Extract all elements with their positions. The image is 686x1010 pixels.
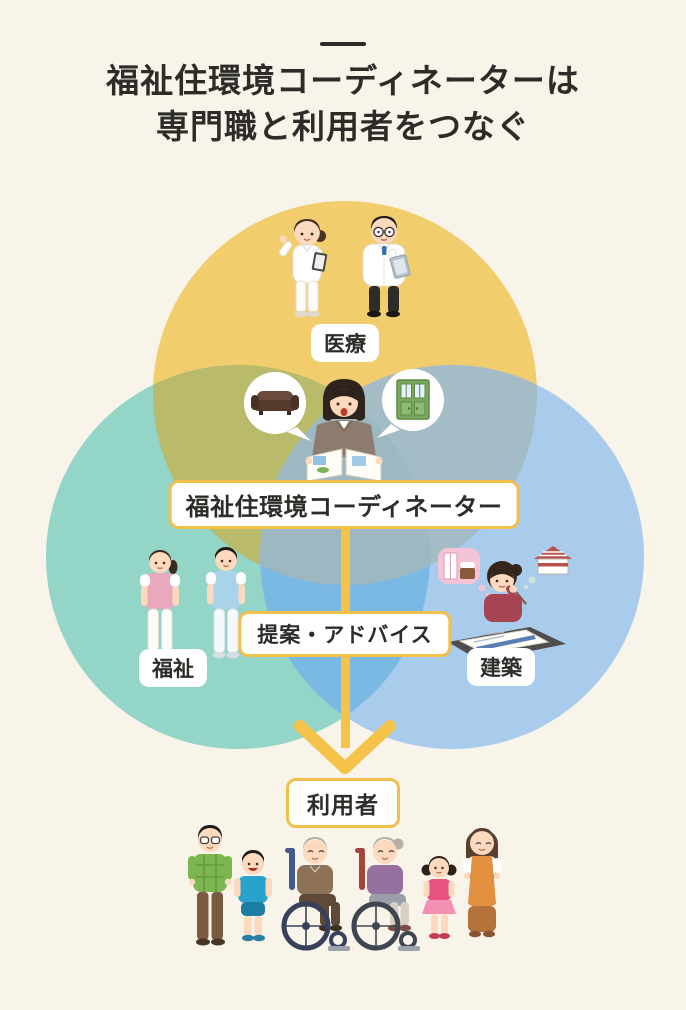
title-line-2: 専門職と利用者をつなぐ [156, 107, 530, 145]
label-advice: 提案・アドバイス [238, 611, 452, 657]
coordinator-illustration [244, 369, 444, 482]
title-line-1: 福祉住環境コーディネーターは [106, 62, 580, 99]
speech-bubble-cabinet-icon [377, 369, 444, 438]
female-care-worker-figure [140, 550, 180, 657]
speech-bubble-sofa-icon [244, 372, 311, 441]
label-users: 利用者 [286, 778, 400, 828]
down-arrow-icon [294, 720, 396, 774]
boy-figure [234, 850, 272, 942]
medical-label-text: 医療 [324, 333, 366, 356]
title-divider [320, 42, 366, 46]
architecture-label-text: 建築 [480, 657, 522, 680]
father-figure [188, 825, 232, 946]
coordinator-label-text: 福祉住環境コーディネーター [185, 494, 503, 521]
users-label-text: 利用者 [307, 792, 379, 818]
page-title: 福祉住環境コーディネーターは 専門職と利用者をつなぐ [0, 58, 686, 149]
thought-bubble-house-icon [523, 546, 572, 590]
mother-figure [463, 828, 501, 938]
family-illustration [188, 825, 501, 951]
label-medical: 医療 [311, 324, 379, 362]
grandfather-wheelchair-figure [281, 837, 350, 951]
coordinator-figure [305, 379, 383, 482]
male-care-worker-figure [206, 547, 246, 659]
grandmother-wheelchair-figure [351, 837, 420, 951]
label-welfare: 福祉 [139, 649, 207, 687]
doctor-figure [362, 216, 411, 318]
medical-staff-illustration [279, 216, 411, 318]
architect-figure [484, 561, 527, 622]
nurse-figure [279, 219, 328, 318]
thought-bubble-room-icon [438, 548, 491, 598]
label-architecture: 建築 [467, 648, 535, 686]
label-coordinator: 福祉住環境コーディネーター [168, 480, 520, 529]
welfare-label-text: 福祉 [152, 658, 194, 681]
girl-figure [421, 856, 457, 939]
architect-illustration [438, 546, 572, 661]
advice-label-text: 提案・アドバイス [257, 624, 433, 647]
